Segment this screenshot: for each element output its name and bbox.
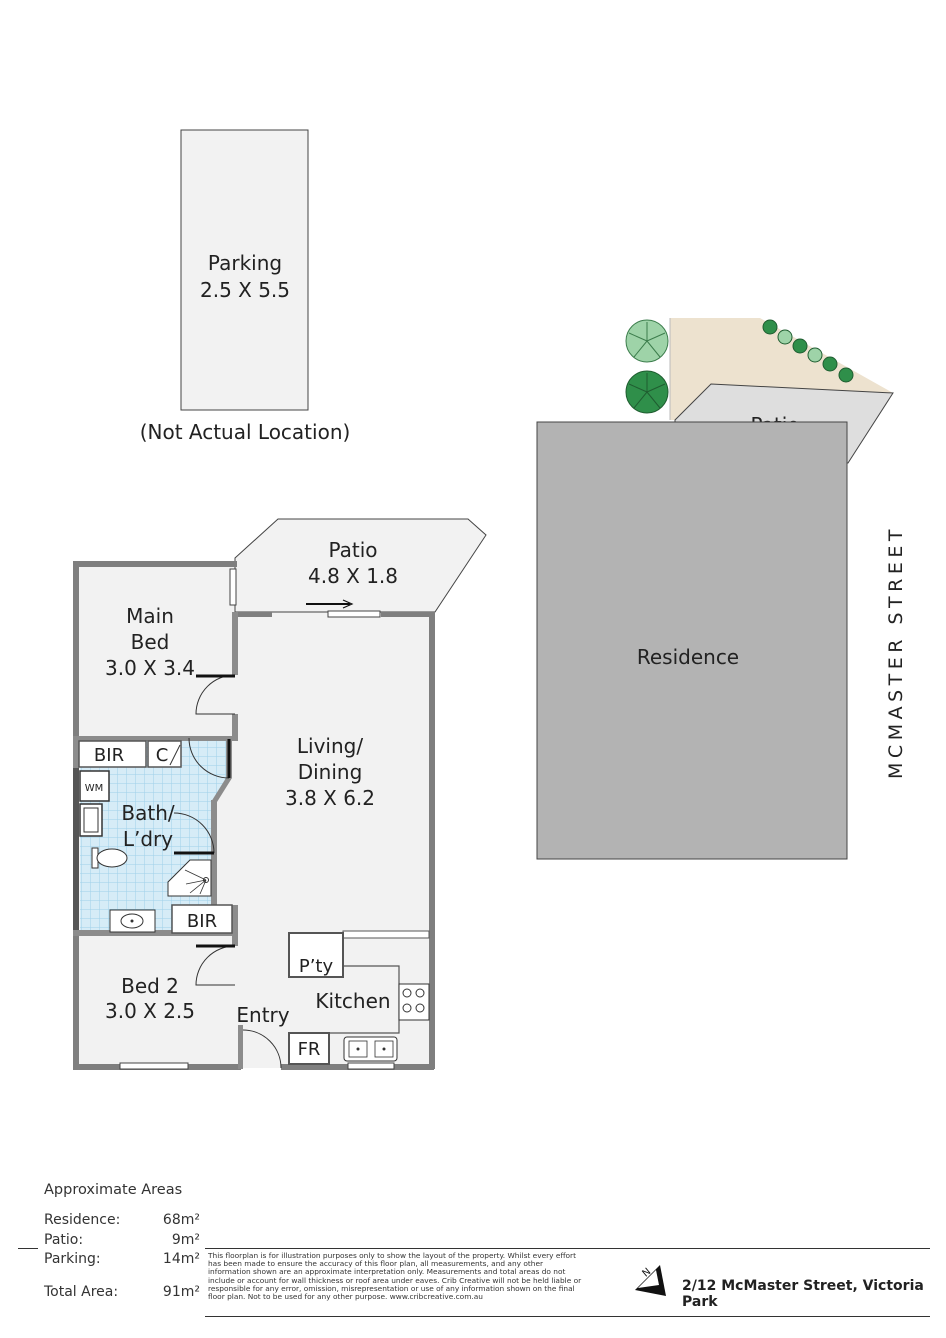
patio-dimensions: 4.8 X 1.8 — [308, 564, 398, 588]
bed2-bir-label: BIR — [187, 911, 217, 932]
divider — [205, 1316, 930, 1317]
parking-space — [180, 129, 309, 411]
trough-icon — [79, 803, 103, 837]
bath-label-2: L’dry — [123, 827, 173, 851]
area-label: Parking: — [44, 1251, 101, 1267]
fridge — [288, 1032, 330, 1065]
svg-text:WM: WM — [85, 783, 104, 794]
divider — [18, 1248, 38, 1249]
kitchen-sink-icon — [343, 1036, 398, 1062]
area-total-label: Total Area: — [44, 1283, 119, 1300]
sliding-door — [327, 610, 381, 618]
parking-dimensions: 2.5 X 5.5 — [200, 278, 290, 302]
toilet-icon — [91, 847, 128, 869]
main-bed-label-2: Bed — [131, 630, 170, 654]
patio-label: Patio — [328, 538, 377, 562]
area-label: Patio: — [44, 1231, 84, 1248]
bed2-bir — [171, 904, 233, 934]
bath-label: Bath/ — [121, 801, 174, 825]
shower-icon — [167, 859, 212, 897]
area-row: Patio: 9m² — [44, 1232, 200, 1252]
fridge-label: FR — [298, 1039, 321, 1060]
approximate-areas: Approximate Areas Residence: 68m² Patio:… — [44, 1182, 200, 1303]
property-address: 2/12 McMaster Street, Victoria Park — [682, 1278, 924, 1310]
living-label-2: Dining — [298, 760, 363, 784]
living-label: Living/ — [297, 734, 363, 758]
parking-note: (Not Actual Location) — [140, 420, 351, 444]
shrub-row-icon — [762, 319, 854, 383]
area-total-row: Total Area: 91m² — [44, 1284, 200, 1304]
bed2-label: Bed 2 — [121, 974, 179, 998]
area-total-value: 91m² — [162, 1283, 200, 1300]
area-value: 9m² — [171, 1231, 200, 1248]
kitchen-label: Kitchen — [315, 989, 390, 1013]
cooktop-icon — [398, 983, 430, 1021]
living-dimensions: 3.8 X 6.2 — [285, 786, 375, 810]
areas-title: Approximate Areas — [44, 1182, 183, 1198]
entry-label: Entry — [236, 1003, 289, 1027]
area-value: 68m² — [162, 1212, 200, 1228]
divider — [205, 1248, 930, 1249]
bed2-dimensions: 3.0 X 2.5 — [105, 999, 195, 1023]
main-bed-bir — [78, 740, 147, 768]
kitchen-bench-top — [342, 930, 430, 939]
main-bed-dimensions: 3.0 X 3.4 — [105, 656, 195, 680]
area-row: Parking: 14m² — [44, 1251, 200, 1271]
site-residence — [536, 421, 848, 860]
street-name: MCMASTER STREET — [885, 525, 907, 779]
parking-label: Parking — [208, 251, 282, 275]
area-value: 14m² — [162, 1251, 200, 1267]
main-bed-label: Main — [126, 604, 174, 628]
site-residence-label: Residence — [637, 645, 739, 669]
main-bed-bir-label: BIR — [94, 745, 124, 766]
linen-closet-label: C — [156, 745, 169, 766]
north-arrow-icon: N — [635, 1265, 666, 1296]
pantry-label: P’ty — [299, 956, 334, 977]
door-leaves — [174, 674, 235, 948]
pantry — [288, 932, 344, 978]
tree-icon — [625, 319, 669, 363]
vanity-basin-icon — [109, 909, 156, 933]
area-label: Residence: — [44, 1212, 121, 1228]
washing-machine-icon — [79, 770, 110, 802]
area-row: Residence: 68m² — [44, 1212, 200, 1232]
disclaimer: This floorplan is for illustration purpo… — [208, 1251, 582, 1302]
tree-icon — [625, 370, 669, 414]
